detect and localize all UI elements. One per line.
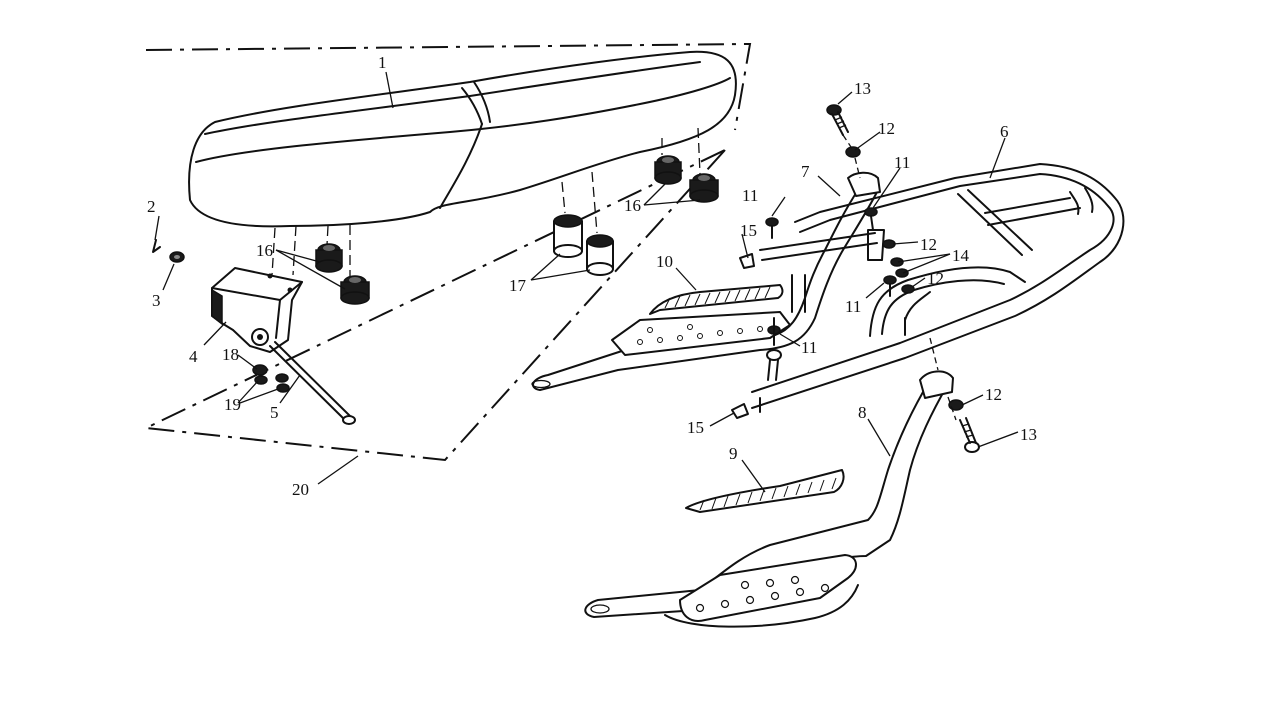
- callout-18: 18: [222, 345, 239, 364]
- callout-6: 6: [1000, 122, 1009, 141]
- callout-7: 7: [801, 162, 810, 181]
- callout-11-a: 11: [742, 186, 758, 205]
- hinge-bracket-4: [211, 267, 303, 353]
- seat: [188, 50, 737, 228]
- nut-18: [252, 364, 268, 376]
- seat-assembly-boundary: [142, 42, 752, 462]
- callout-11-d: 11: [801, 338, 817, 357]
- callout-12-b: 12: [920, 235, 937, 254]
- clip-15-b: [731, 403, 749, 419]
- washer-12-right: [948, 399, 964, 411]
- callout-9: 9: [729, 444, 738, 463]
- rack-guide-lines: [842, 134, 957, 421]
- bolt-11-c: [883, 275, 897, 297]
- callout-16-a: 16: [256, 241, 273, 260]
- callout-11-b: 11: [894, 153, 910, 172]
- callout-5: 5: [270, 403, 279, 422]
- bolt-13-top: [826, 104, 849, 136]
- bolt-11-b: [864, 207, 885, 261]
- rubber-mount-c: [654, 155, 682, 185]
- bushing-17: [553, 214, 614, 276]
- callout-13-b: 13: [1020, 425, 1037, 444]
- callout-12-d: 12: [985, 385, 1002, 404]
- rubber-mount-16: [315, 155, 719, 305]
- callout-15-b: 15: [687, 418, 704, 437]
- callout-10: 10: [656, 252, 673, 271]
- callout-3: 3: [152, 291, 161, 310]
- callout-14: 14: [952, 246, 970, 265]
- seat-mount-guides: [271, 127, 701, 276]
- bolt-11-d: [766, 317, 782, 381]
- bolt-13-right: [959, 417, 980, 453]
- callout-4: 4: [189, 347, 198, 366]
- leader-lines: [154, 71, 1019, 493]
- callout-12-a: 12: [878, 119, 895, 138]
- bushing-a: [553, 214, 583, 258]
- callout-8: 8: [858, 403, 867, 422]
- callout-labels: 1 2 3 4 5 6 7 8 9 10 11 11 11 11 12 12 1…: [147, 53, 1037, 499]
- callout-20: 20: [292, 480, 309, 499]
- callout-16-b: 16: [624, 196, 641, 215]
- step-plate-holes-left: [637, 324, 763, 345]
- callout-2: 2: [147, 197, 156, 216]
- callout-11-c: 11: [845, 297, 861, 316]
- washer-19: [254, 373, 290, 393]
- step-rubber-10: [649, 284, 784, 315]
- rubber-mount-b: [340, 275, 370, 305]
- washer-3: [169, 251, 185, 263]
- bushing-b: [586, 234, 614, 276]
- callout-15-a: 15: [740, 221, 757, 240]
- washers-12-14: [882, 239, 915, 294]
- callout-19: 19: [224, 395, 241, 414]
- callout-13-a: 13: [854, 79, 871, 98]
- callout-12-c: 12: [927, 269, 944, 288]
- rack-crossbar: [759, 232, 878, 261]
- callout-17: 17: [509, 276, 527, 295]
- rubber-mount-a: [315, 243, 343, 273]
- step-plate-holes-right: [695, 575, 830, 613]
- rubber-mount-d: [689, 173, 719, 203]
- cotter-pin-2: [152, 239, 161, 253]
- bolt-11-a: [765, 217, 779, 239]
- left-step-frame-7: [531, 171, 881, 391]
- callout-1: 1: [378, 53, 387, 72]
- hinge-pin-5: [269, 341, 356, 425]
